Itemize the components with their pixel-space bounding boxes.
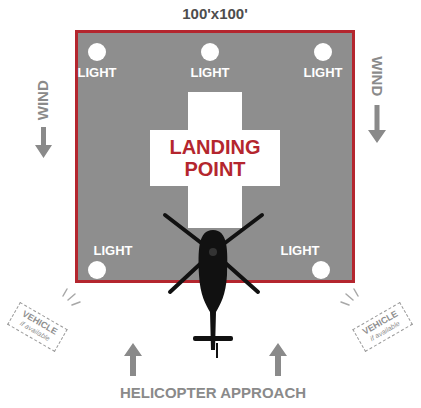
approach-arrow <box>124 343 142 376</box>
cross-bar <box>150 130 280 186</box>
light-marker <box>314 43 332 61</box>
headlight-beam <box>346 294 353 300</box>
wind-arrow <box>35 127 52 158</box>
headlight-beam <box>341 302 349 305</box>
approach-arrow <box>269 343 287 376</box>
light-marker <box>201 43 219 61</box>
headlight-beam <box>354 289 358 296</box>
tail-stabilizer <box>193 336 233 341</box>
landing-point-label: LANDING POINT <box>169 136 260 180</box>
headlight-beam <box>63 289 67 296</box>
helicopter-body <box>199 230 228 350</box>
rotor-hub <box>209 248 217 256</box>
tail-rotor <box>216 343 218 358</box>
approach-label: HELICOPTER APPROACH <box>120 385 306 402</box>
vehicle-box: VEHICLEif available <box>353 302 413 352</box>
light-label: LIGHT <box>281 244 320 258</box>
light-marker <box>88 261 106 279</box>
landing-cross: LANDING POINT <box>150 92 280 228</box>
vehicle-box: VEHICLEif available <box>8 302 68 352</box>
wind-arrow <box>368 105 386 143</box>
light-marker <box>312 261 330 279</box>
light-label: LIGHT <box>191 66 230 80</box>
helicopter <box>165 215 262 358</box>
light-label: LIGHT <box>304 66 343 80</box>
headlight-beam <box>72 302 80 305</box>
wind-label: WIND <box>369 56 386 96</box>
light-label: LIGHT <box>94 244 133 258</box>
wind-label: WIND <box>35 80 52 120</box>
light-label: LIGHT <box>78 66 117 80</box>
dimension-label: 100'x100' <box>78 5 352 22</box>
light-marker <box>88 43 106 61</box>
headlight-beam <box>68 294 75 300</box>
